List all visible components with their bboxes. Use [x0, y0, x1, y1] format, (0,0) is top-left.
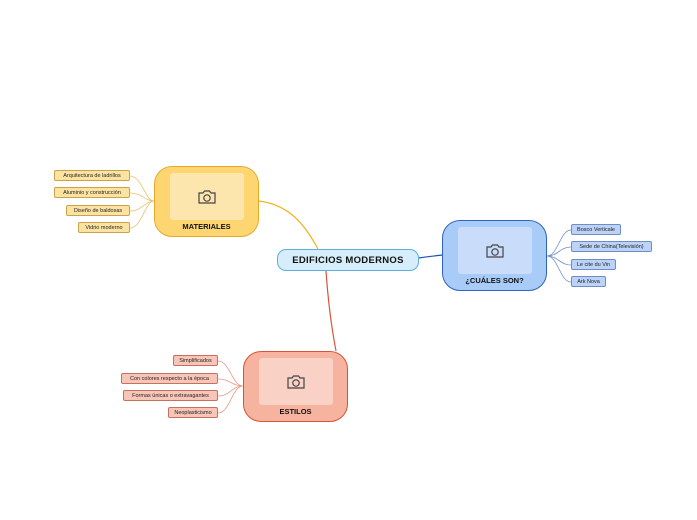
topic-cuales-son[interactable]: ¿CUÁLES SON? — [442, 220, 547, 291]
subtopic-arquitectura-ladrillos[interactable]: Arquitectura de ladrillos — [54, 170, 130, 181]
link-cuales — [418, 254, 443, 259]
central-topic[interactable]: EDIFICIOS MODERNOS — [277, 249, 419, 271]
image-placeholder — [259, 358, 333, 405]
topic-label: ESTILOS — [279, 407, 312, 416]
subtopic-aluminio[interactable]: Aluminio y construcción — [54, 187, 130, 198]
topic-materiales[interactable]: MATERIALES — [154, 166, 259, 237]
subtopic-simplificados[interactable]: Simplificados — [173, 355, 218, 366]
image-placeholder — [458, 227, 532, 274]
topic-label: MATERIALES — [182, 222, 231, 231]
central-topic-label: EDIFICIOS MODERNOS — [292, 254, 404, 266]
subtopic-sede-china[interactable]: Sede de China(Televisión) — [571, 241, 652, 252]
image-placeholder — [170, 173, 244, 220]
topic-estilos[interactable]: ESTILOS — [243, 351, 348, 422]
subtopic-colores-epoca[interactable]: Con colores respecto a la época — [121, 373, 218, 384]
link-estilos — [325, 270, 337, 352]
topic-label: ¿CUÁLES SON? — [465, 276, 524, 285]
subtopic-cite-du-vin[interactable]: Le cite du Vin — [571, 259, 616, 270]
camera-icon — [486, 243, 504, 258]
subtopic-formas-unicas[interactable]: Formas únicas o extravagantes — [123, 390, 218, 401]
camera-icon — [198, 189, 216, 204]
link-materiales — [258, 200, 319, 250]
subtopic-vidrio[interactable]: Vidrio moderno — [78, 222, 130, 233]
subtopic-ark-nova[interactable]: Ark Nova — [571, 276, 606, 287]
subtopic-bosco-verticale[interactable]: Bosco Verticale — [571, 224, 621, 235]
camera-icon — [287, 374, 305, 389]
subtopic-baldosas[interactable]: Diseño de baldosas — [66, 205, 130, 216]
subtopic-neoplasticismo[interactable]: Neoplasticismo — [168, 407, 218, 418]
